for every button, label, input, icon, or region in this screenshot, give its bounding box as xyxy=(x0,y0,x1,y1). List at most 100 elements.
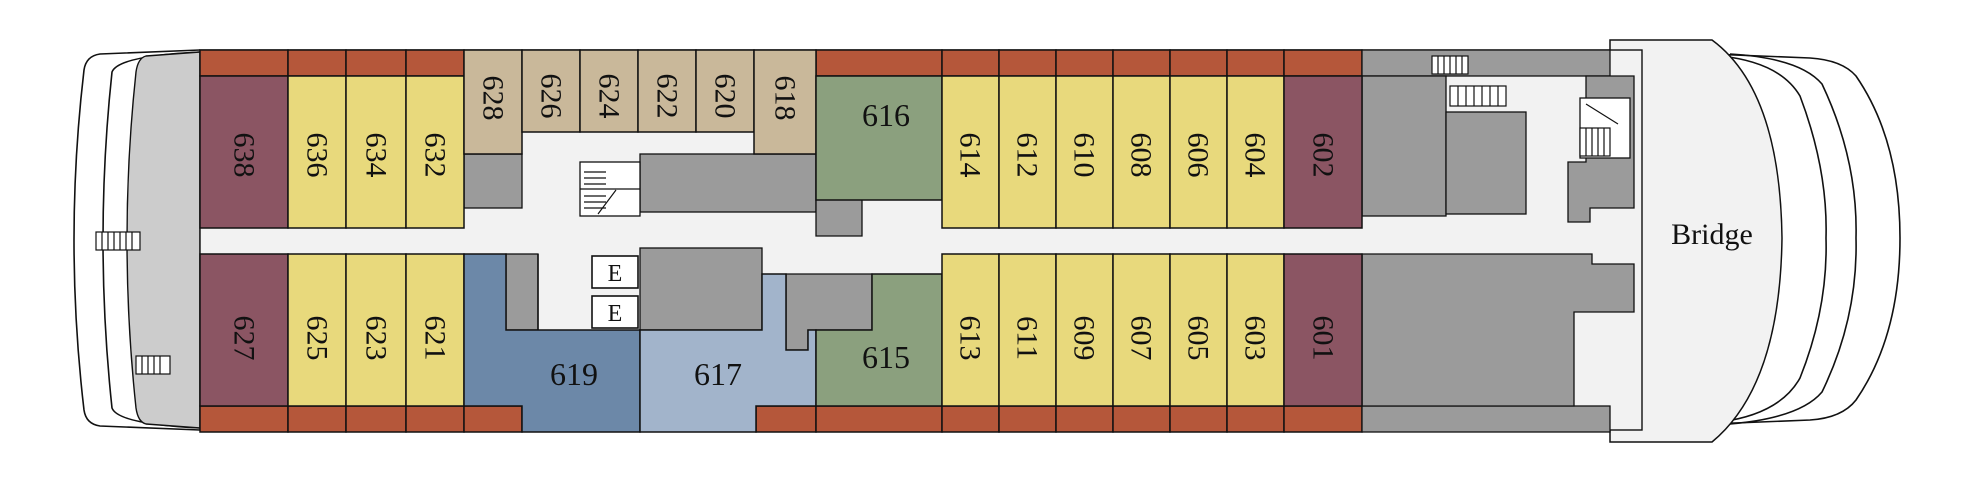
cabin-number: 614 xyxy=(954,133,987,178)
cabins xyxy=(199,49,1363,433)
balcony xyxy=(287,405,347,433)
cabin-634[interactable] xyxy=(345,75,407,229)
cabin-number: 621 xyxy=(419,316,452,361)
cabin-number: 608 xyxy=(1125,133,1158,178)
cabin-627[interactable] xyxy=(199,253,289,407)
service-room xyxy=(1361,405,1611,433)
elevator-label: E xyxy=(608,261,623,287)
balcony xyxy=(1112,49,1171,77)
cabin-609[interactable] xyxy=(1055,253,1114,407)
cabin-617[interactable] xyxy=(639,273,817,433)
cabin-number: 638 xyxy=(228,133,261,178)
cabin-number: 625 xyxy=(301,316,334,361)
cabin-number: 628 xyxy=(477,76,510,121)
balcony xyxy=(405,405,465,433)
balcony xyxy=(815,49,943,77)
balcony xyxy=(345,49,407,77)
cabin-number: 603 xyxy=(1239,316,1272,361)
balcony xyxy=(199,49,289,77)
balcony xyxy=(199,405,289,433)
cabin-number: 611 xyxy=(1011,316,1044,360)
stairs-icon xyxy=(135,355,171,375)
cabin-number: 609 xyxy=(1068,316,1101,361)
service-room xyxy=(639,247,763,331)
balcony xyxy=(941,405,1000,433)
balcony xyxy=(345,405,407,433)
cabin-632[interactable] xyxy=(405,75,465,229)
balcony xyxy=(1283,49,1363,77)
cabin-number: 624 xyxy=(593,74,626,119)
balcony xyxy=(755,405,817,433)
service-room xyxy=(639,153,817,213)
bow-hull-inner-line-2 xyxy=(1719,55,1827,423)
cabin-621[interactable] xyxy=(405,253,465,407)
balcony xyxy=(1283,405,1363,433)
elevators: E E xyxy=(591,255,639,329)
cabin-605[interactable] xyxy=(1169,253,1228,407)
cabin-number: 605 xyxy=(1182,316,1215,361)
service-room xyxy=(1361,253,1635,407)
cabin-number: 632 xyxy=(419,133,452,178)
cabin-612[interactable] xyxy=(998,75,1057,229)
balcony xyxy=(1169,49,1228,77)
cabin-626[interactable] xyxy=(521,49,581,133)
cabin-602[interactable] xyxy=(1283,75,1363,229)
stairs-icon xyxy=(1449,85,1507,107)
balcony xyxy=(405,49,465,77)
cabin-number: 618 xyxy=(769,76,802,121)
balcony xyxy=(998,49,1057,77)
cabin-number: 602 xyxy=(1307,133,1340,178)
cabin-number: 619 xyxy=(550,356,598,392)
balcony xyxy=(1226,405,1285,433)
stairs-icon xyxy=(1579,97,1631,159)
cabin-614[interactable] xyxy=(941,75,1000,229)
service-room xyxy=(505,253,539,331)
cabin-601[interactable] xyxy=(1283,253,1363,407)
service-room xyxy=(1361,49,1611,77)
bridge-area xyxy=(1609,39,1783,443)
bow-hull-inner-line xyxy=(1729,53,1857,425)
cabin-616[interactable] xyxy=(815,75,943,201)
bow-hull-outline xyxy=(1609,49,1901,429)
cabin-613[interactable] xyxy=(941,253,1000,407)
cabin-606[interactable] xyxy=(1169,75,1228,229)
cabin-number: 634 xyxy=(360,133,393,178)
cabin-number: 626 xyxy=(535,74,568,119)
bridge-label: Bridge xyxy=(1671,218,1753,251)
stern-hull-outline xyxy=(73,49,201,431)
cabin-number: 610 xyxy=(1068,133,1101,178)
cabin-622[interactable] xyxy=(637,49,697,133)
stairs-icon xyxy=(95,231,141,251)
elevator[interactable] xyxy=(591,295,639,329)
cabin-619[interactable] xyxy=(463,253,641,433)
balconies xyxy=(199,49,1363,433)
balcony xyxy=(1169,405,1228,433)
cabin-623[interactable] xyxy=(345,253,407,407)
balcony xyxy=(1055,49,1114,77)
cabin-number: 607 xyxy=(1125,316,1158,361)
cabin-number: 617 xyxy=(694,356,742,392)
cabin-636[interactable] xyxy=(287,75,347,229)
cabin-608[interactable] xyxy=(1112,75,1171,229)
service-room xyxy=(463,153,523,209)
balcony xyxy=(463,405,523,433)
cabin-number: 636 xyxy=(301,133,334,178)
cabin-607[interactable] xyxy=(1112,253,1171,407)
cabin-number: 627 xyxy=(228,316,261,361)
cabin-number: 612 xyxy=(1011,133,1044,178)
elevator-label: E xyxy=(608,301,623,327)
cabin-number: 616 xyxy=(862,97,910,133)
cabin-number: 601 xyxy=(1307,316,1340,361)
cabin-603[interactable] xyxy=(1226,253,1285,407)
service-room xyxy=(1445,111,1527,215)
stairs xyxy=(95,55,1631,375)
cabin-611[interactable] xyxy=(998,253,1057,407)
balcony xyxy=(941,49,1000,77)
balcony xyxy=(998,405,1057,433)
cabin-number: 613 xyxy=(954,316,987,361)
cabin-618[interactable] xyxy=(753,49,817,155)
cabin-638[interactable] xyxy=(199,75,289,229)
cabin-610[interactable] xyxy=(1055,75,1114,229)
elevator[interactable] xyxy=(591,255,639,289)
